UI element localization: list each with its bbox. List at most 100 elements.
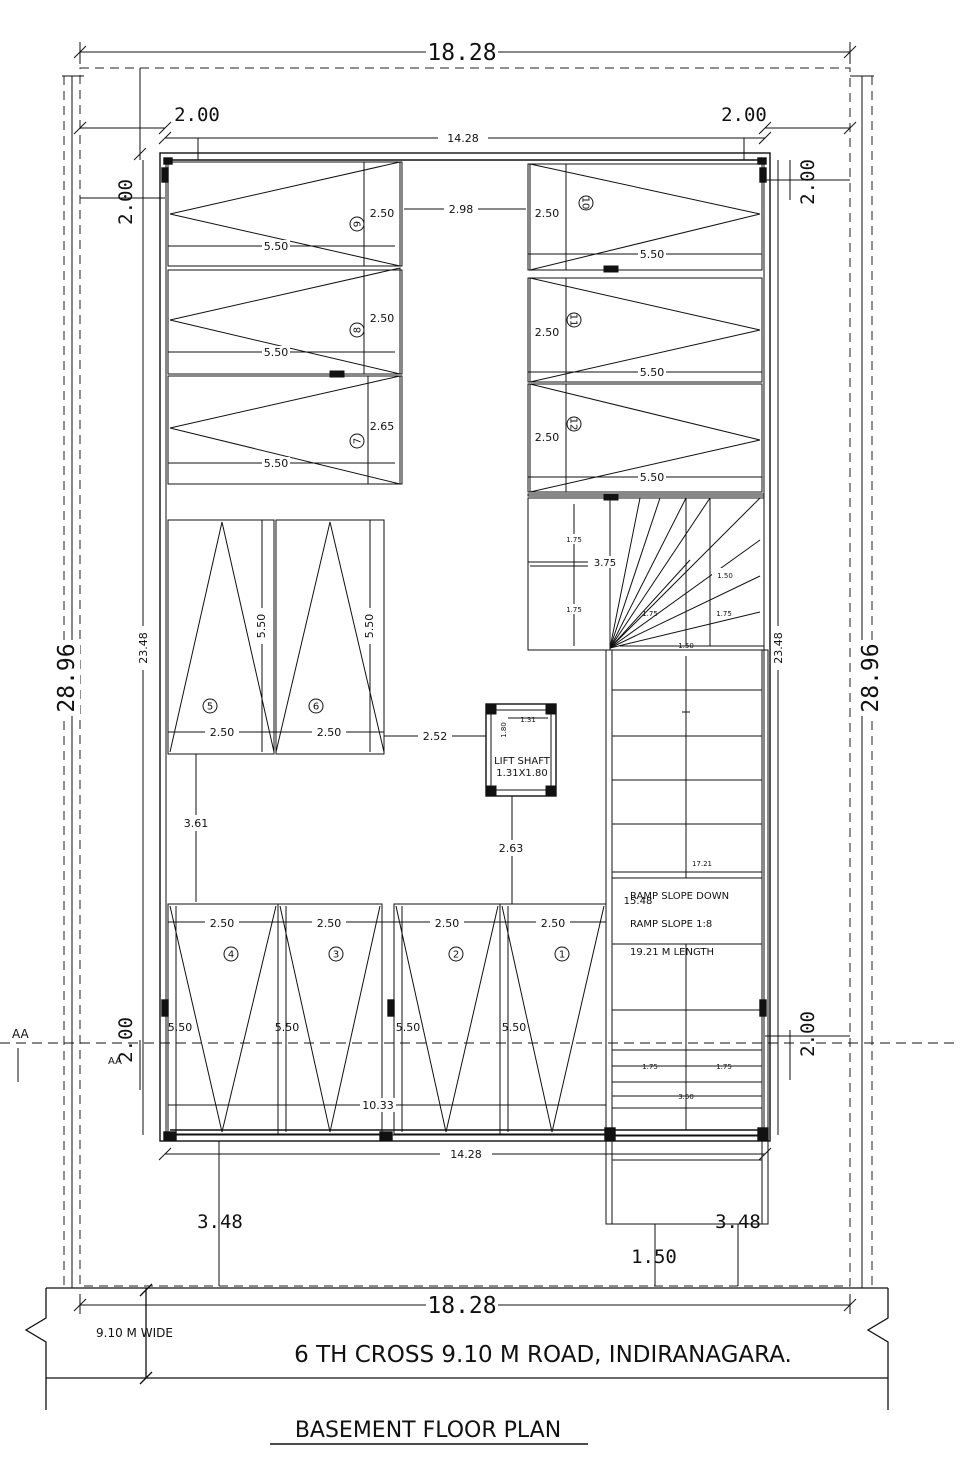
stair-dim-7: 1.50 [678, 642, 694, 650]
slot-length-11: 5.50 [640, 366, 665, 379]
staircase [527, 497, 765, 651]
slot-number-circle-5 [202, 698, 218, 714]
front-right-dim: 3.48 [715, 1211, 761, 1233]
stair-dim-4: 1.50 [717, 572, 733, 580]
slot-width-7: 2.65 [370, 420, 395, 433]
setback-bottom-right: 2.00 [797, 1011, 819, 1057]
slot-number-circle-12 [566, 416, 582, 432]
setback-dims [73, 68, 857, 1090]
slot-length-12: 5.50 [640, 471, 665, 484]
gap-left-dim: 3.61 [184, 817, 209, 830]
ramp [605, 649, 769, 1225]
ramp-bottom-a: 1.75 [642, 1063, 658, 1071]
slot-width-9: 2.50 [370, 207, 395, 220]
slot-width-5: 2.50 [210, 726, 235, 739]
road [24, 1283, 889, 1410]
slot-length-10: 5.50 [640, 248, 665, 261]
slot-number-2: 2 [453, 950, 459, 961]
parking-block-right-top [527, 163, 765, 501]
slot-width-2: 2.50 [435, 917, 460, 930]
road-width-label: 9.10 M WIDE [96, 1326, 173, 1340]
lift-label: LIFT SHAFT [494, 756, 551, 767]
slot-number-circle-2 [448, 946, 464, 962]
slot-number-3: 3 [333, 950, 339, 961]
ramp-bottom-c: 3.50 [678, 1093, 694, 1101]
slot-number-6: 6 [313, 702, 319, 713]
stair-dim-3: 1.75 [566, 606, 582, 614]
aisle-dim [404, 202, 526, 216]
overall-depth-left-label: 28.96 [54, 643, 80, 712]
slot-number-circle-7 [349, 433, 365, 449]
overall-depth-dim-right [850, 75, 880, 1289]
slot-length-9: 5.50 [264, 240, 289, 253]
front-left-dim: 3.48 [197, 1211, 243, 1233]
slot-number-circle-8 [349, 322, 365, 338]
slot-number-circle-10 [578, 195, 594, 211]
lift-height-dim: 1.80 [500, 722, 508, 738]
overall-width-dim-top [73, 40, 857, 64]
parking-block-left-top [167, 161, 403, 485]
slot-width-3: 2.50 [317, 917, 342, 930]
slot-width-1: 2.50 [541, 917, 566, 930]
ramp-dim-a: 17.21 [692, 860, 712, 868]
ramp-label-2: RAMP SLOPE 1:8 [630, 919, 712, 930]
slot-width-6: 2.50 [317, 726, 342, 739]
slot-length-4: 5.50 [168, 1021, 193, 1034]
slot-labels: 12.505.5022.505.5032.505.5042.505.5052.5… [168, 195, 665, 1034]
stair-dim-6: 1.75 [716, 610, 732, 618]
slot-width-4: 2.50 [210, 917, 235, 930]
bottom-run-dim: 10.33 [362, 1099, 394, 1112]
road-name: 6 TH CROSS 9.10 M ROAD, INDIRANAGARA. [294, 1342, 792, 1368]
slot-length-5: 5.50 [255, 614, 268, 639]
gap-lift-bottom-dim: 2.63 [499, 842, 524, 855]
lift-shaft [485, 703, 557, 904]
slot-number-circle-3 [328, 946, 344, 962]
lift-size: 1.31X1.80 [496, 768, 547, 779]
overall-width-bottom-label: 18.28 [427, 1293, 496, 1319]
setback-right-top: 2.00 [721, 104, 767, 126]
slot-length-1: 5.50 [502, 1021, 527, 1034]
section-label-aa: AA [12, 1027, 30, 1041]
lift-width-dim: 1.31 [520, 716, 536, 724]
slot-length-2: 5.50 [396, 1021, 421, 1034]
slot-number-circle-1 [554, 946, 570, 962]
inner-width-bottom: 14.28 [450, 1148, 482, 1161]
stair-dim-5: 1.75 [642, 610, 658, 618]
overall-depth-right-label: 28.96 [858, 643, 884, 712]
overall-width-dim-bottom [73, 1292, 857, 1316]
gap-lift-dim: 2.52 [423, 730, 448, 743]
slot-number-5: 5 [207, 702, 213, 713]
slot-number-11: 11 [568, 314, 579, 327]
slot-length-6: 5.50 [363, 614, 376, 639]
setback-top-left: 2.00 [115, 179, 137, 225]
slot-number-10: 10 [580, 197, 591, 210]
slot-number-circle-6 [308, 698, 324, 714]
slot-length-8: 5.50 [264, 346, 289, 359]
slot-number-circle-9 [349, 216, 365, 232]
slot-width-11: 2.50 [535, 326, 560, 339]
slot-width-12: 2.50 [535, 431, 560, 444]
aisle-width: 2.98 [449, 203, 474, 216]
slot-number-7: 7 [353, 438, 364, 444]
ramp-label-3: 19.21 M LENGTH [630, 947, 714, 958]
slot-width-10: 2.50 [535, 207, 560, 220]
inner-depth-left: 23.48 [137, 632, 150, 664]
ramp-bottom-b: 1.75 [716, 1063, 732, 1071]
slot-length-3: 5.50 [275, 1021, 300, 1034]
parking-block-left-middle [167, 519, 486, 902]
drawing-title: BASEMENT FLOOR PLAN [295, 1418, 561, 1443]
slot-number-12: 12 [568, 418, 579, 431]
front-setback-dims [218, 1141, 760, 1286]
slot-width-8: 2.50 [370, 312, 395, 325]
inner-depth-right: 23.48 [772, 632, 785, 664]
stair-dim-2: 3.75 [594, 558, 616, 569]
slot-number-circle-4 [223, 946, 239, 962]
ramp-dim-b: 15.48 [624, 896, 653, 907]
slot-number-4: 4 [228, 950, 234, 961]
slot-number-8: 8 [353, 327, 364, 333]
front-mid-dim: 1.50 [631, 1246, 677, 1268]
stair-dim-1: 1.75 [566, 536, 582, 544]
inner-depth-dims [136, 160, 785, 1135]
inner-width-dims [158, 131, 772, 1161]
